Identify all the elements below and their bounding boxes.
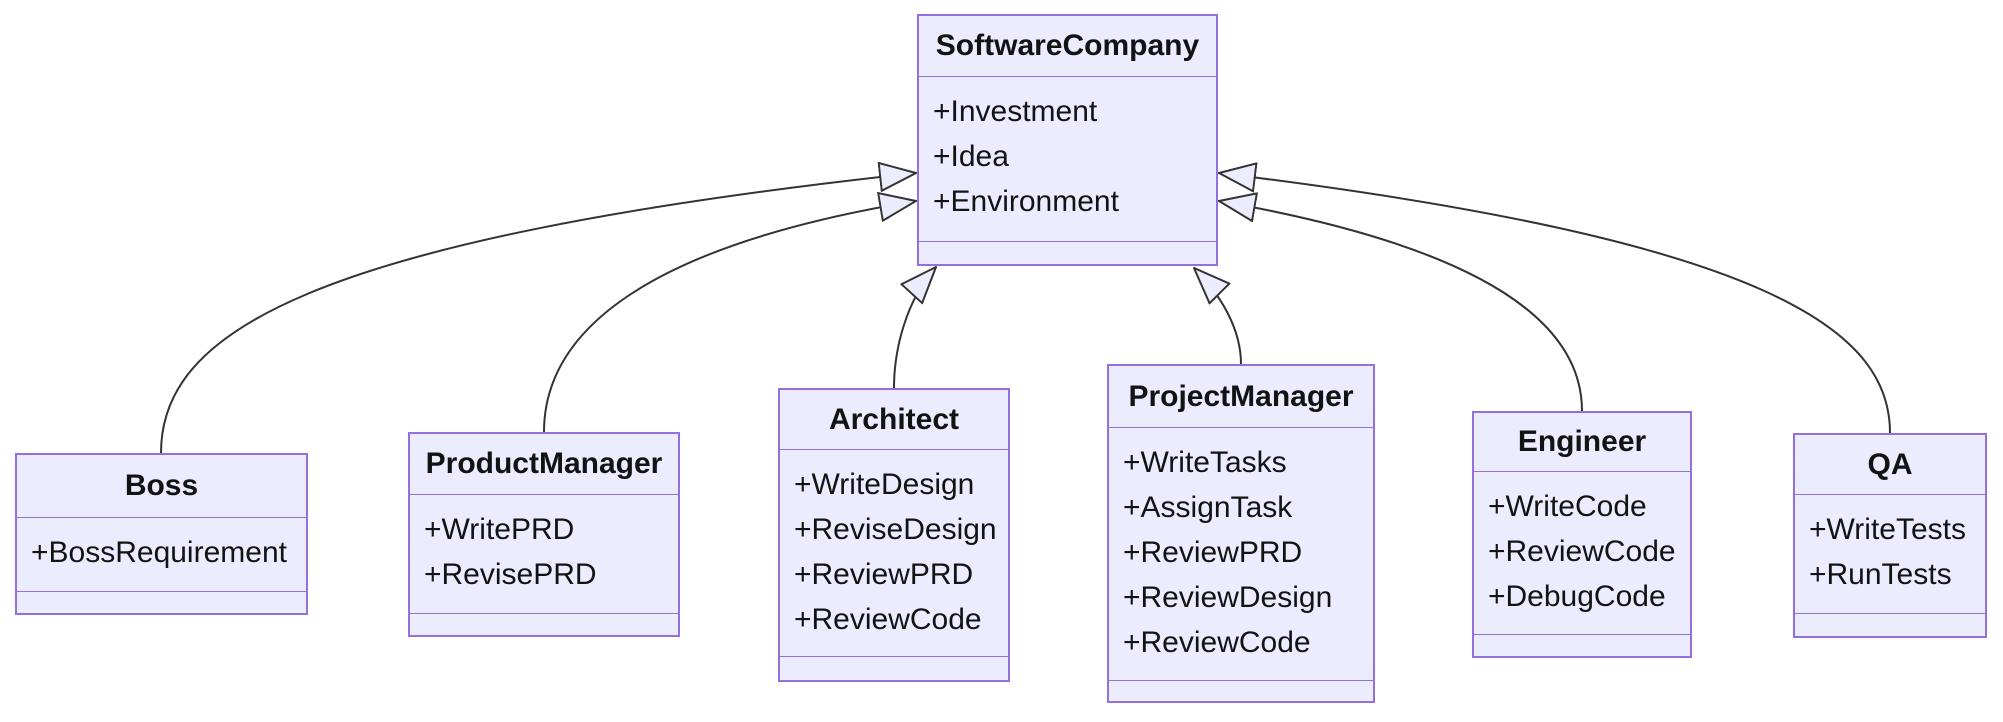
inheritance-edge-qa-to-softwarecompany <box>1219 173 1891 434</box>
class-title: ProductManager <box>410 434 678 495</box>
inheritance-edge-architect-to-softwarecompany <box>893 267 936 389</box>
attribute: +ReviewCode <box>1123 626 1311 659</box>
class-methods-empty <box>780 656 1008 680</box>
class-methods-empty <box>1474 634 1690 656</box>
attribute: +BossRequirement <box>31 536 287 569</box>
class-title: Architect <box>780 390 1008 450</box>
class-methods-empty <box>919 241 1216 264</box>
attribute: +DebugCode <box>1488 580 1666 613</box>
attribute: +ReviewPRD <box>794 558 974 591</box>
class-attributes: +WriteDesign +ReviseDesign +ReviewPRD +R… <box>780 450 1008 656</box>
class-attributes: +WriteCode +ReviewCode +DebugCode <box>1474 472 1690 634</box>
class-methods-empty <box>1795 613 1985 636</box>
class-title: QA <box>1795 435 1985 495</box>
attribute: +WriteDesign <box>794 468 975 501</box>
attribute: +Idea <box>933 140 1009 173</box>
class-methods-empty <box>410 613 678 635</box>
class-box-engineer: Engineer +WriteCode +ReviewCode +DebugCo… <box>1472 411 1692 658</box>
class-attributes: +WriteTests +RunTests <box>1795 495 1985 613</box>
class-methods-empty <box>17 591 306 613</box>
inheritance-edge-projectmanager-to-softwarecompany <box>1194 268 1242 365</box>
class-box-project-manager: ProjectManager +WriteTasks +AssignTask +… <box>1107 364 1375 703</box>
attribute: +ReviewDesign <box>1123 581 1333 614</box>
class-attributes: +WritePRD +RevisePRD <box>410 495 678 613</box>
class-title: Engineer <box>1474 413 1690 472</box>
class-box-qa: QA +WriteTests +RunTests <box>1793 433 1987 638</box>
class-attributes: +WriteTasks +AssignTask +ReviewPRD +Revi… <box>1109 428 1373 680</box>
attribute: +WriteTests <box>1809 513 1966 546</box>
attribute: +RunTests <box>1809 558 1952 591</box>
class-box-architect: Architect +WriteDesign +ReviseDesign +Re… <box>778 388 1010 682</box>
class-title: ProjectManager <box>1109 366 1373 428</box>
attribute: +ReviseDesign <box>794 513 997 546</box>
attribute: +WritePRD <box>424 513 575 546</box>
inheritance-edge-boss-to-softwarecompany <box>160 173 916 454</box>
attribute: +ReviewCode <box>794 603 982 636</box>
class-title: SoftwareCompany <box>919 16 1216 77</box>
attribute: +ReviewCode <box>1488 535 1676 568</box>
class-box-product-manager: ProductManager +WritePRD +RevisePRD <box>408 432 680 637</box>
attribute: +WriteCode <box>1488 490 1647 523</box>
class-methods-empty <box>1109 680 1373 701</box>
attribute: +Investment <box>933 95 1098 128</box>
attribute: +ReviewPRD <box>1123 536 1303 569</box>
attribute: +WriteTasks <box>1123 446 1287 479</box>
inheritance-edge-productmanager-to-softwarecompany <box>543 201 916 433</box>
class-title: Boss <box>17 455 306 518</box>
class-box-software-company: SoftwareCompany +Investment +Idea +Envir… <box>917 14 1218 266</box>
class-box-boss: Boss +BossRequirement <box>15 453 308 615</box>
attribute: +Environment <box>933 185 1119 218</box>
inheritance-edge-engineer-to-softwarecompany <box>1219 201 1583 412</box>
class-attributes: +BossRequirement <box>17 518 306 591</box>
attribute: +RevisePRD <box>424 558 597 591</box>
class-attributes: +Investment +Idea +Environment <box>919 77 1216 241</box>
attribute: +AssignTask <box>1123 491 1293 524</box>
